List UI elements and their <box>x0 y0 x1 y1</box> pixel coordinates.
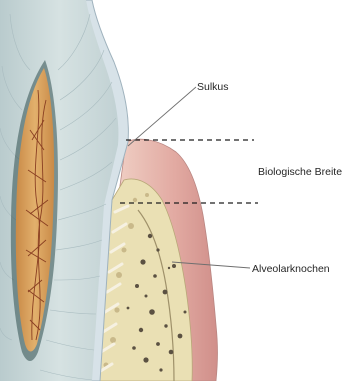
alveolar-bone-label: Alveolarknochen <box>252 263 330 275</box>
sulcus-label: Sulkus <box>197 81 229 93</box>
biologic-width-label: Biologische Breite <box>258 166 342 178</box>
